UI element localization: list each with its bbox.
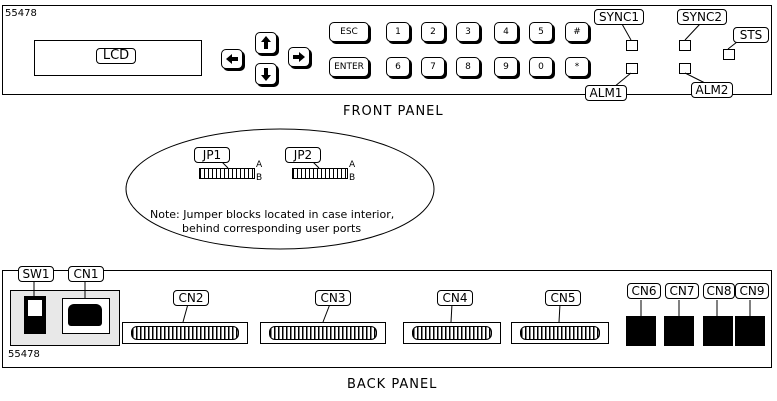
sync2-led bbox=[679, 40, 691, 51]
down-arrow-icon bbox=[261, 68, 271, 81]
cn9-connector bbox=[735, 316, 765, 346]
cn7-label: CN7 bbox=[665, 283, 699, 299]
cn2-label: CN2 bbox=[173, 290, 209, 306]
sw1-label: SW1 bbox=[18, 266, 54, 282]
cn6-label: CN6 bbox=[627, 283, 661, 299]
power-inlet-socket bbox=[68, 304, 102, 326]
sync1-label: SYNC1 bbox=[594, 9, 644, 25]
front-part-number: 55478 bbox=[5, 8, 37, 19]
jp1-jumper-block bbox=[199, 168, 255, 179]
power-switch-rocker bbox=[28, 300, 42, 316]
power-switch[interactable] bbox=[24, 296, 46, 334]
jp2-label: JP2 bbox=[285, 147, 321, 163]
key-3[interactable]: 3 bbox=[456, 22, 480, 42]
cn2-connector bbox=[122, 322, 248, 344]
cn3-connector bbox=[260, 322, 386, 344]
jp2-b-label: B bbox=[349, 173, 356, 183]
cn4-label: CN4 bbox=[437, 290, 473, 306]
back-part-number: 55478 bbox=[8, 349, 40, 360]
up-arrow-icon bbox=[261, 36, 271, 49]
key-9[interactable]: 9 bbox=[494, 57, 518, 77]
sync1-led bbox=[626, 40, 638, 51]
right-arrow-icon bbox=[293, 52, 305, 62]
jp1-label: JP1 bbox=[194, 147, 230, 163]
jp2-jumper-block bbox=[292, 168, 348, 179]
up-arrow-button[interactable] bbox=[255, 32, 277, 54]
key-7[interactable]: 7 bbox=[421, 57, 445, 77]
key-6[interactable]: 6 bbox=[386, 57, 410, 77]
jumper-callout-lines bbox=[221, 161, 320, 169]
key-8[interactable]: 8 bbox=[456, 57, 480, 77]
esc-button[interactable]: ESC bbox=[329, 22, 369, 42]
enter-button[interactable]: ENTER bbox=[329, 57, 369, 77]
lcd-label: LCD bbox=[96, 48, 136, 64]
cn4-connector bbox=[403, 322, 501, 344]
alm1-led bbox=[626, 63, 638, 74]
cn8-connector bbox=[703, 316, 733, 346]
cn1-label: CN1 bbox=[68, 266, 104, 282]
down-arrow-button[interactable] bbox=[255, 63, 277, 85]
key-1[interactable]: 1 bbox=[386, 22, 410, 42]
key-star[interactable]: * bbox=[565, 57, 589, 77]
jp1-b-label: B bbox=[256, 173, 263, 183]
jp1-a-label: A bbox=[256, 160, 263, 170]
cn3-label: CN3 bbox=[315, 290, 351, 306]
front-panel-caption: FRONT PANEL bbox=[343, 104, 444, 119]
back-panel-caption: BACK PANEL bbox=[347, 377, 438, 392]
key-2[interactable]: 2 bbox=[421, 22, 445, 42]
left-arrow-button[interactable] bbox=[221, 49, 243, 69]
cn6-connector bbox=[626, 316, 656, 346]
cn7-connector bbox=[664, 316, 694, 346]
key-4[interactable]: 4 bbox=[494, 22, 518, 42]
lcd-display bbox=[34, 40, 202, 76]
key-hash[interactable]: # bbox=[565, 22, 589, 42]
key-5[interactable]: 5 bbox=[529, 22, 553, 42]
jp2-a-label: A bbox=[349, 160, 356, 170]
power-inlet bbox=[62, 298, 110, 334]
alm2-label: ALM2 bbox=[691, 82, 733, 98]
jumper-note-line2: behind corresponding user ports bbox=[182, 222, 362, 235]
cn5-label: CN5 bbox=[545, 290, 581, 306]
sts-led bbox=[723, 49, 735, 60]
left-arrow-icon bbox=[226, 54, 238, 64]
key-0[interactable]: 0 bbox=[529, 57, 553, 77]
cn9-label: CN9 bbox=[735, 283, 769, 299]
right-arrow-button[interactable] bbox=[288, 47, 310, 67]
cn8-label: CN8 bbox=[703, 283, 735, 299]
sts-label: STS bbox=[733, 27, 769, 43]
sync2-label: SYNC2 bbox=[677, 9, 727, 25]
cn5-connector bbox=[511, 322, 609, 344]
jumper-note-line1: Note: Jumper blocks located in case inte… bbox=[150, 208, 395, 221]
alm1-label: ALM1 bbox=[585, 85, 627, 101]
